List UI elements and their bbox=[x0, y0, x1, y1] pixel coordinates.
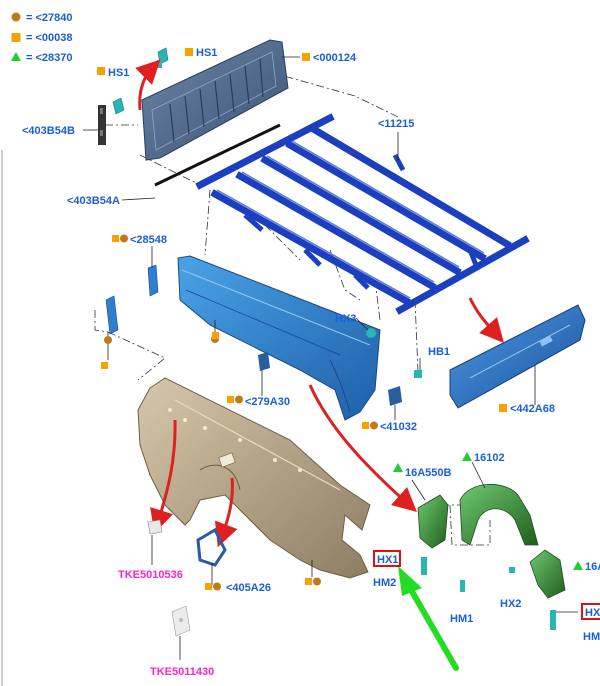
flow-arrow bbox=[150, 419, 177, 534]
flow-arrow bbox=[308, 384, 417, 513]
pointer-arrow-icon bbox=[398, 566, 459, 671]
rear-panel-442a68[interactable] bbox=[449, 304, 586, 409]
small-bracket-left[interactable] bbox=[105, 295, 119, 335]
hinge-fastener-hs1-top[interactable] bbox=[157, 47, 169, 68]
label-hm-right[interactable]: HM bbox=[583, 631, 600, 643]
label-hx1[interactable]: HX1 bbox=[377, 554, 398, 566]
fastener-hx-right[interactable] bbox=[550, 610, 556, 630]
label-11215[interactable]: <11215 bbox=[378, 118, 414, 130]
label-hx2[interactable]: HX2 bbox=[500, 598, 521, 610]
label-403b54a[interactable]: <403B54A bbox=[67, 195, 120, 207]
flow-arrow bbox=[214, 477, 238, 548]
wheelhouse-inner-16102[interactable] bbox=[459, 483, 539, 546]
fastener-hx3[interactable] bbox=[366, 328, 376, 338]
legend-label-2: = <00038 bbox=[26, 32, 73, 44]
legend-label-3: = <28370 bbox=[26, 52, 73, 64]
label-hs1-left[interactable]: HS1 bbox=[108, 67, 129, 79]
part-labels: HS1 <000124 HS1 <403B54B <403B54A <11215… bbox=[22, 47, 600, 678]
hinge-fastener-hs1-left[interactable] bbox=[112, 97, 125, 115]
tailgate-rod[interactable] bbox=[154, 123, 281, 187]
label-403b54b[interactable]: <403B54B bbox=[22, 125, 75, 137]
hinge-bracket[interactable] bbox=[98, 105, 106, 145]
label-hx-right[interactable]: HX bbox=[585, 607, 600, 619]
flow-arrow bbox=[468, 297, 504, 343]
tailgate-panel[interactable] bbox=[141, 39, 289, 161]
label-16102[interactable]: 16102 bbox=[474, 452, 505, 464]
grommet-405a26[interactable] bbox=[196, 527, 227, 567]
label-tke5011430[interactable]: TKE5011430 bbox=[150, 666, 214, 678]
legend-label-1: = <27840 bbox=[26, 12, 73, 24]
label-28548[interactable]: <28548 bbox=[130, 234, 167, 246]
callout-markers bbox=[97, 48, 583, 591]
highlight-box-hx1 bbox=[373, 550, 401, 567]
label-16a[interactable]: 16A bbox=[585, 561, 600, 573]
label-hm1[interactable]: HM1 bbox=[450, 613, 473, 625]
wheelhouse-front-16a550b[interactable] bbox=[417, 494, 449, 549]
small-bracket-28548[interactable] bbox=[147, 264, 159, 297]
inner-side-panel[interactable] bbox=[177, 255, 381, 421]
legend-triangle-icon bbox=[11, 52, 21, 61]
label-hm2[interactable]: HM2 bbox=[373, 577, 396, 589]
small-bracket-41032[interactable] bbox=[388, 386, 402, 406]
label-442a68[interactable]: <442A68 bbox=[510, 403, 555, 415]
label-41032[interactable]: <41032 bbox=[380, 421, 417, 433]
legend-circle-icon bbox=[11, 12, 21, 22]
legend: = <27840 = <00038 = <28370 bbox=[11, 12, 73, 64]
fastener-hm1[interactable] bbox=[460, 580, 465, 592]
small-bracket-279a30[interactable] bbox=[258, 352, 270, 371]
floor-frame[interactable] bbox=[195, 113, 530, 315]
wheelhouse-rear-16a[interactable] bbox=[529, 549, 566, 599]
highlight-box-hx-right bbox=[581, 603, 600, 620]
fastener-hx2[interactable] bbox=[509, 567, 515, 573]
label-hb1[interactable]: HB1 bbox=[428, 346, 450, 358]
legend-square-icon bbox=[11, 33, 21, 42]
fastener-hb1[interactable] bbox=[414, 370, 422, 378]
outer-body-side-panel[interactable] bbox=[137, 377, 371, 579]
flow-arrow bbox=[135, 59, 161, 111]
label-279a30[interactable]: <279A30 bbox=[245, 396, 290, 408]
label-leaders bbox=[83, 56, 578, 660]
label-hs1-top[interactable]: HS1 bbox=[196, 47, 217, 59]
fastener-hx1[interactable] bbox=[421, 557, 427, 575]
clip-tke5010536[interactable] bbox=[147, 519, 163, 535]
label-405a26[interactable]: <405A26 bbox=[226, 582, 271, 594]
label-tke5010536[interactable]: TKE5010536 bbox=[118, 569, 183, 581]
label-000124[interactable]: <000124 bbox=[313, 52, 357, 64]
label-16a550b[interactable]: 16A550B bbox=[405, 467, 452, 479]
plug-tke5011430[interactable] bbox=[171, 605, 191, 637]
label-hx3[interactable]: HX3 bbox=[335, 313, 356, 325]
